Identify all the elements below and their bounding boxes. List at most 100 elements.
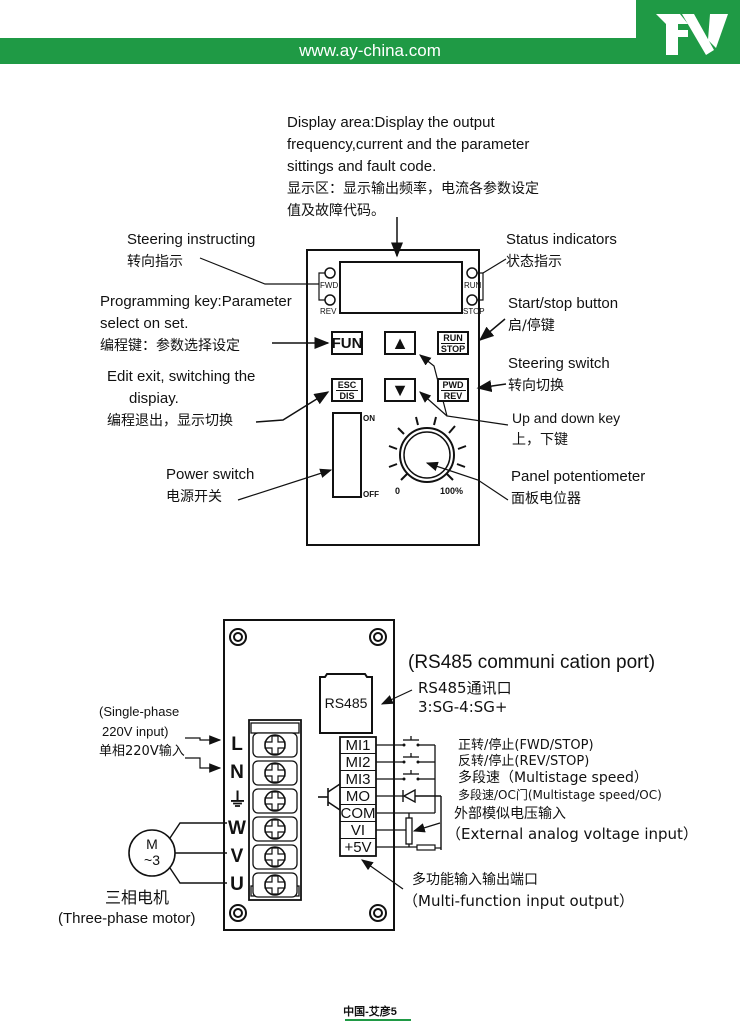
up-key[interactable]: ▲ <box>384 331 416 355</box>
edit-exit-label: Edit exit, switching the dispiay. 编程退出，显… <box>107 366 255 432</box>
switch-on-label: ON <box>363 414 375 423</box>
power-input-en-1: (Single-phase <box>99 704 180 719</box>
control-terminal: VI <box>340 822 376 839</box>
terminal-screw-icon <box>264 818 286 840</box>
power-switch-cn: 电源开关 <box>166 489 222 505</box>
display-area-en-3: sittings and fault code. <box>287 158 437 175</box>
power-terminal-label: L <box>231 734 243 755</box>
display-area-cn-1: 显示区：显示输出频率，电流各参数设定 <box>287 181 539 197</box>
terminal-screw-icon <box>264 846 286 868</box>
programming-key-en-1: Programming key:Parameter <box>100 293 292 310</box>
edit-exit-en-2: dispiay. <box>129 390 179 407</box>
motor-en: (Three-phase motor) <box>58 910 196 927</box>
motor-symbol-text: M ~3 <box>129 836 175 868</box>
power-terminal-label: V <box>230 846 244 867</box>
stop-led-label: STOP <box>463 307 485 316</box>
display-area-en-2: frequency,current and the parameter <box>287 136 530 153</box>
start-stop-cn: 启/停键 <box>508 318 555 334</box>
programming-key-label: Programming key:Parameter select on set.… <box>100 291 292 357</box>
pot-max-label: 100% <box>440 486 464 496</box>
edit-exit-en-1: Edit exit, switching the <box>107 368 256 385</box>
programming-key-en-2: select on set. <box>100 315 189 332</box>
power-terminal-label: U <box>230 874 244 895</box>
control-terminal: MI2 <box>340 754 376 771</box>
power-terminal-label: W <box>228 818 246 839</box>
rs485-title: (RS485 communi cation port) <box>408 652 656 673</box>
motor-symbol-bottom: ~3 <box>144 852 160 868</box>
display-area-label: Display area:Display the output frequenc… <box>287 112 539 222</box>
display-screen <box>339 261 463 314</box>
header-bar <box>0 38 740 64</box>
switch-off-label: OFF <box>363 490 379 499</box>
power-input-en-2: 220V input) <box>102 724 169 739</box>
power-input-label: (Single-phase 220V input) 单相220V输入 <box>99 702 185 762</box>
terminal-screw-icon <box>264 762 286 784</box>
status-indicators-label: Status indicators 状态指示 <box>506 229 617 273</box>
steering-instructing-cn: 转向指示 <box>127 254 183 270</box>
pwd-rev-key-top: PWD <box>440 379 466 391</box>
multi-function-cn: 多功能输入输出端口 <box>412 872 538 888</box>
rs485-cn: RS485通讯口 <box>418 679 512 697</box>
fwd-led-label: FWD <box>320 281 339 290</box>
potentiometer-knob <box>399 427 455 483</box>
motor-symbol-top: M <box>146 836 158 852</box>
signal-mi1: 正转/停止(FWD/STOP) <box>458 738 594 753</box>
status-indicators-en: Status indicators <box>506 231 617 248</box>
run-stop-key-bottom: STOP <box>440 343 466 354</box>
ay-logo-icon <box>656 14 728 55</box>
potentiometer-cn: 面板电位器 <box>511 491 581 507</box>
up-down-en: Up and down key <box>512 410 621 426</box>
analog-cn: 外部模似电压输入 <box>454 806 566 822</box>
start-stop-en: Start/stop button <box>508 295 619 312</box>
steering-instructing-en: Steering instructing <box>127 231 256 248</box>
multi-function-en: （Multi-function input output） <box>403 892 634 910</box>
power-terminal-label: ⏚ <box>228 790 248 811</box>
run-led-label: RUN <box>464 281 482 290</box>
steering-switch-cn: 转向切换 <box>508 378 564 394</box>
display-area-cn-2: 值及故障代码。 <box>287 203 385 219</box>
rs485-pins: 3:SG-4:SG+ <box>418 698 508 716</box>
run-stop-key-top: RUN <box>441 332 465 344</box>
transistor-symbol <box>318 783 341 811</box>
pot-min-label: 0 <box>395 486 401 496</box>
terminal-screw-icon <box>264 790 286 812</box>
power-input-cn: 单相220V输入 <box>99 744 185 759</box>
esc-dis-key[interactable]: ESC DIS <box>331 378 363 402</box>
down-key[interactable]: ▼ <box>384 378 416 402</box>
signal-mi2: 反转/停止(REV/STOP) <box>458 754 590 769</box>
rs485-connector-label: RS485 <box>324 695 368 711</box>
programming-key-cn: 编程键：参数选择设定 <box>100 338 240 354</box>
esc-dis-key-top: ESC <box>335 379 359 391</box>
pwd-rev-key[interactable]: PWD REV <box>437 378 469 402</box>
steering-instructing-label: Steering instructing 转向指示 <box>127 229 255 273</box>
fun-key[interactable]: FUN <box>331 331 363 355</box>
status-indicators-cn: 状态指示 <box>506 254 562 270</box>
website-url[interactable]: www.ay-china.com <box>299 41 441 60</box>
control-terminal: MI1 <box>340 737 376 754</box>
steering-switch-label: Steering switch 转向切换 <box>508 353 610 397</box>
terminal-screw-icon <box>264 874 286 896</box>
steering-switch-en: Steering switch <box>508 355 610 372</box>
diode-symbol <box>402 788 442 850</box>
up-down-cn: 上，下键 <box>512 432 568 448</box>
run-stop-key[interactable]: RUN STOP <box>437 331 469 355</box>
potentiometer-label: Panel potentiometer 面板电位器 <box>511 466 645 510</box>
power-switch <box>332 412 362 498</box>
control-terminal: +5V <box>344 839 372 856</box>
analog-en: （External analog voltage input） <box>446 825 698 843</box>
motor-cn: 三相电机 <box>105 888 170 907</box>
up-down-label: Up and down key 上，下键 <box>512 407 620 451</box>
esc-dis-key-bottom: DIS <box>339 390 355 401</box>
rs485-connector <box>319 673 373 734</box>
potentiometer-en: Panel potentiometer <box>511 468 646 485</box>
display-area-en-1: Display area:Display the output <box>287 114 495 131</box>
signal-mi3: 多段速（Multistage speed） <box>458 770 648 786</box>
footer-underline <box>345 1019 411 1021</box>
power-switch-label: Power switch 电源开关 <box>166 464 254 508</box>
control-terminal: COM <box>340 805 376 822</box>
terminal-screw-icon <box>264 734 286 756</box>
pwd-rev-key-bottom: REV <box>443 390 463 401</box>
control-terminal: MO <box>340 788 376 805</box>
signal-mo: 多段速/OC门(Multistage speed/OC) <box>458 788 662 802</box>
